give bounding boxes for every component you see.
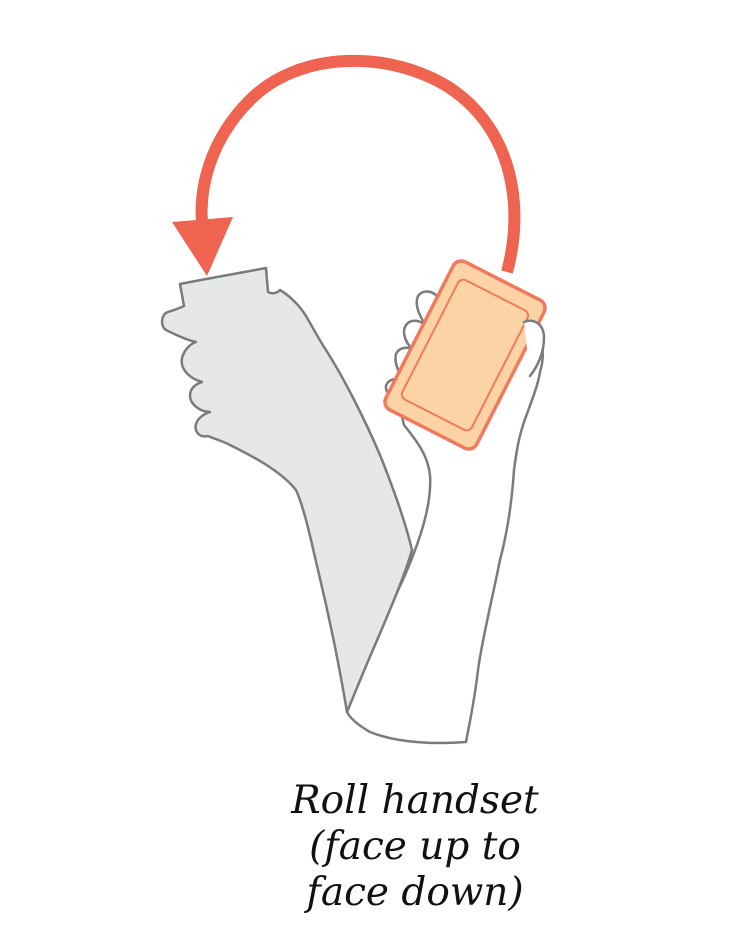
palm-down-hand — [160, 266, 414, 714]
gesture-caption: Roll handset (face up to face down) — [270, 778, 560, 916]
handset-body — [383, 259, 547, 451]
handset-screen — [400, 278, 530, 432]
handset-icon — [383, 259, 547, 451]
curved-arrow-icon — [195, 54, 521, 274]
caption-line-3: face down) — [306, 870, 524, 915]
thumb — [522, 319, 546, 378]
caption-line-1: Roll handset — [291, 778, 539, 823]
caption-line-2: (face up to — [309, 824, 521, 869]
arrow-head — [172, 217, 233, 276]
